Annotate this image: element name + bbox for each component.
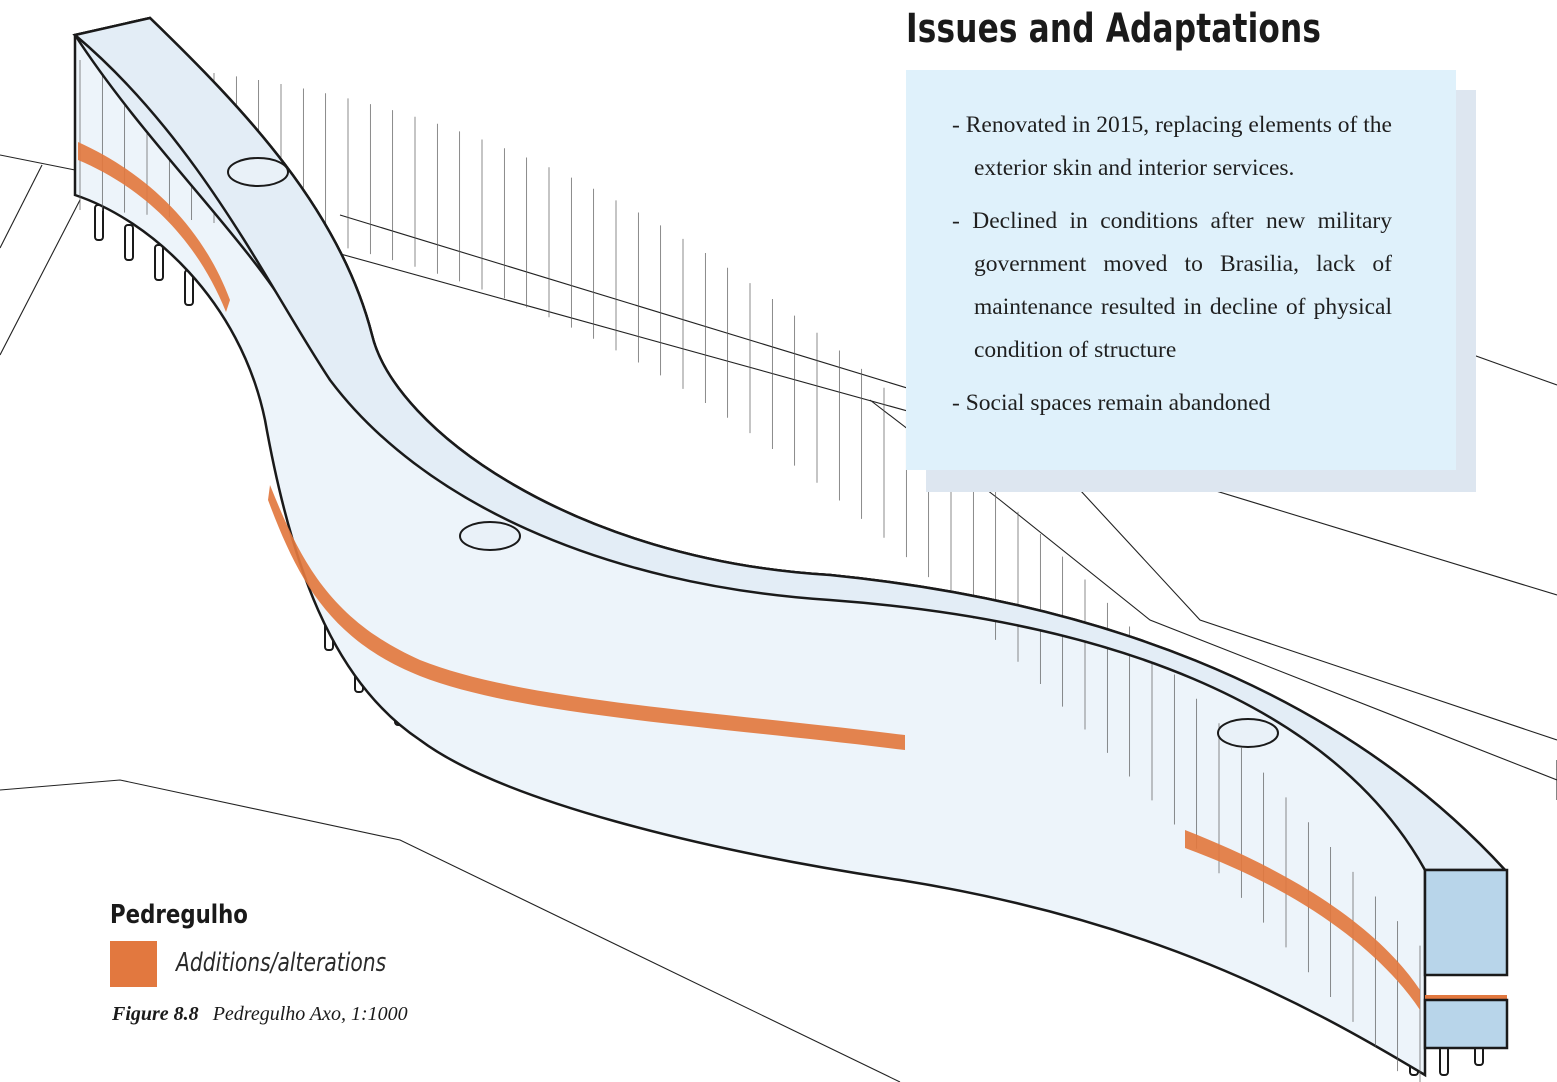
legend-swatch (110, 941, 157, 987)
roof-skylights (227, 157, 1279, 748)
panel-title: Issues and Adaptations (906, 6, 1322, 52)
panel-shadow-bottom (926, 470, 1476, 492)
building-end-wall-upper (1423, 868, 1509, 977)
legend-label: Additions/alterations (176, 948, 387, 978)
figure-caption: Figure 8.8 Pedregulho Axo, 1:1000 (112, 1003, 408, 1026)
figure-number: Figure 8.8 (112, 1003, 199, 1025)
addition-band-west (78, 142, 230, 312)
note-item: - Renovated in 2015, replacing elements … (952, 112, 1392, 181)
facade-grid (79, 60, 1421, 1082)
legend-title: Pedregulho (110, 900, 248, 930)
note-item: - Declined in conditions after new milit… (952, 208, 1392, 363)
notes-panel (906, 70, 1456, 470)
addition-band-east (1185, 830, 1420, 1010)
notes-list: - Renovated in 2015, replacing elements … (952, 104, 1392, 435)
note-item: - Social spaces remain abandoned (952, 390, 1271, 416)
building-end-wall-lower (1423, 998, 1509, 1050)
panel-shadow-right (1456, 90, 1476, 490)
figure-caption-text: Pedregulho Axo, 1:1000 (212, 1003, 408, 1025)
